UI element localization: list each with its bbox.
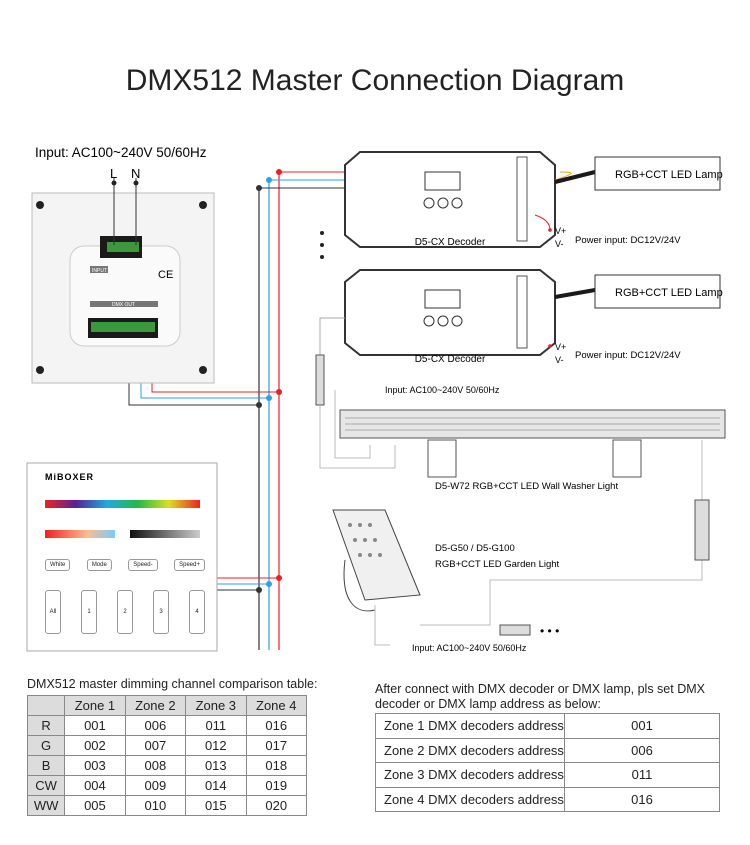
cell: 013 bbox=[185, 755, 247, 776]
address-table-caption: After connect with DMX decoder or DMX la… bbox=[375, 682, 705, 711]
decoder-2-label: D5-CX Decoder bbox=[415, 354, 486, 365]
garden-label: RGB+CCT LED Garden Light bbox=[435, 559, 560, 570]
row-label: CW bbox=[26, 775, 66, 796]
decoder-1-label: D5-CX Decoder bbox=[415, 237, 486, 248]
garden-model: D5-G50 / D5-G100 bbox=[435, 543, 515, 554]
row-label: WW bbox=[26, 795, 66, 816]
header-cell: Zone 1 bbox=[64, 695, 126, 716]
lamp-2-label: RGB+CCT LED Lamp bbox=[615, 287, 723, 299]
color-wheel-strip[interactable] bbox=[45, 500, 200, 508]
decoder-2: D5-CX Decoder RGB+CCT LED Lamp V+ V- Pow… bbox=[319, 269, 723, 365]
header-cell: Zone 4 bbox=[245, 695, 308, 716]
header-cell bbox=[26, 695, 66, 716]
cell: 011 bbox=[185, 715, 247, 736]
mode-button[interactable]: Mode bbox=[86, 559, 112, 571]
garden-input: Input: AC100~240V 50/60Hz bbox=[412, 643, 527, 653]
row-label: R bbox=[26, 715, 66, 736]
cell: 018 bbox=[245, 755, 308, 776]
decoder-1-vplus: V+ bbox=[555, 226, 566, 236]
cell: 001 bbox=[564, 713, 720, 739]
channel-table-caption: DMX512 master dimming channel comparison… bbox=[27, 677, 318, 691]
decoder-2-power: Power input: DC12V/24V bbox=[575, 350, 681, 361]
cell: 010 bbox=[124, 795, 187, 816]
dmx-out-tag: DMX OUT bbox=[112, 302, 135, 308]
master-panel-front: MiBOXER bbox=[26, 462, 218, 652]
wall-washer-label: D5-W72 RGB+CCT LED Wall Washer Light bbox=[435, 481, 618, 492]
header-cell: Zone 2 bbox=[124, 695, 187, 716]
brand-logo: MiBOXER bbox=[45, 472, 94, 482]
ce-mark: CE bbox=[158, 269, 173, 281]
cell: 005 bbox=[64, 795, 126, 816]
brightness-strip[interactable] bbox=[130, 530, 200, 538]
input-tag: INPUT bbox=[92, 268, 107, 274]
zone-2-button[interactable]: 2 bbox=[117, 590, 133, 634]
terminal-n: N bbox=[131, 166, 140, 181]
master-panel-back: INPUT CE DMX OUT bbox=[31, 178, 215, 384]
remote-buttons: White Mode Speed- Speed+ bbox=[45, 559, 205, 571]
cell: 002 bbox=[64, 735, 126, 756]
garden-light: D5-G50 / D5-G100 RGB+CCT LED Garden Ligh… bbox=[332, 509, 560, 653]
garden-more-dots: • • • bbox=[540, 624, 559, 638]
cell: 003 bbox=[64, 755, 126, 776]
cell: 016 bbox=[245, 715, 308, 736]
row-label: G bbox=[26, 735, 66, 756]
cell: 006 bbox=[124, 715, 187, 736]
zone-3-button[interactable]: 3 bbox=[153, 590, 169, 634]
cell: 004 bbox=[64, 775, 126, 796]
cell: 012 bbox=[185, 735, 247, 756]
cell: 017 bbox=[245, 735, 308, 756]
wall-washer-light: Input: AC100~240V 50/60Hz D5-W72 RGB+CCT… bbox=[315, 354, 726, 626]
panel-input-label: Input: AC100~240V 50/60Hz bbox=[35, 145, 207, 160]
cell: 016 bbox=[564, 786, 720, 812]
decoder-1-power: Power input: DC12V/24V bbox=[575, 235, 681, 246]
cell: 008 bbox=[124, 755, 187, 776]
zone-buttons: All 1 2 3 4 bbox=[45, 590, 205, 634]
continuation-dots bbox=[320, 231, 324, 259]
cell: 006 bbox=[564, 737, 720, 763]
terminal-l: L bbox=[110, 166, 117, 181]
cell: 020 bbox=[245, 795, 308, 816]
white-button[interactable]: White bbox=[45, 559, 71, 571]
cell: 014 bbox=[185, 775, 247, 796]
decoder-1: D5-CX Decoder RGB+CCT LED Lamp V+ V- Pow… bbox=[344, 151, 723, 249]
speed-plus-button[interactable]: Speed+ bbox=[174, 559, 205, 571]
zone-all-button[interactable]: All bbox=[45, 590, 61, 634]
wall-washer-input: Input: AC100~240V 50/60Hz bbox=[385, 385, 500, 395]
cell: Zone 2 DMX decoders address bbox=[375, 737, 565, 763]
page-title: DMX512 Master Connection Diagram bbox=[126, 64, 625, 97]
cell: 011 bbox=[564, 762, 720, 788]
zone-4-button[interactable]: 4 bbox=[189, 590, 205, 634]
speed-minus-button[interactable]: Speed- bbox=[128, 559, 158, 571]
decoder-2-vplus: V+ bbox=[555, 342, 566, 352]
cell: 015 bbox=[185, 795, 247, 816]
row-label: B bbox=[26, 755, 66, 776]
cell: 019 bbox=[245, 775, 308, 796]
cell: 007 bbox=[124, 735, 187, 756]
cell: Zone 3 DMX decoders address bbox=[375, 762, 565, 788]
decoder-1-vminus: V- bbox=[555, 239, 564, 249]
decoder-2-vminus: V- bbox=[555, 355, 564, 365]
header-cell: Zone 3 bbox=[185, 695, 247, 716]
cct-strip[interactable] bbox=[45, 530, 115, 538]
cell: 001 bbox=[64, 715, 126, 736]
cell: Zone 1 DMX decoders address bbox=[375, 713, 565, 739]
zone-1-button[interactable]: 1 bbox=[81, 590, 97, 634]
cell: Zone 4 DMX decoders address bbox=[375, 786, 565, 812]
lamp-1-label: RGB+CCT LED Lamp bbox=[615, 169, 723, 181]
cell: 009 bbox=[124, 775, 187, 796]
